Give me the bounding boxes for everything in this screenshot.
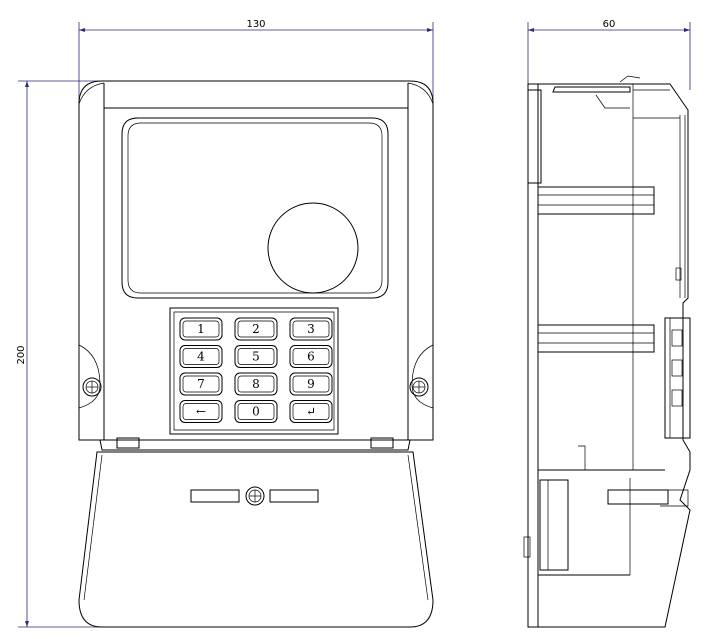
keypad-key-label: 4 [197, 350, 205, 364]
keypad-key-label: 8 [252, 377, 260, 391]
keypad-key-label: 1 [197, 322, 205, 336]
front-view: 1 2 3 4 5 6 7 8 9 ← 0 ↵ [78, 80, 434, 628]
keypad-key-4[interactable]: 5 [234, 345, 278, 368]
keypad-key-2[interactable]: 3 [289, 317, 333, 341]
keypad-key-11[interactable]: ↵ [289, 400, 333, 423]
keypad: 1 2 3 4 5 6 7 8 9 ← 0 ↵ [169, 307, 339, 435]
keypad-key-6[interactable]: 7 [179, 372, 223, 396]
keypad-key-3[interactable]: 4 [179, 345, 223, 368]
display-window [121, 117, 389, 299]
width-dimension-label: 130 [246, 19, 265, 30]
left-screw-icon [78, 344, 102, 409]
terminal-cover [78, 437, 434, 628]
height-dimension: 200 [16, 80, 100, 628]
keypad-key-label: ← [196, 405, 206, 419]
keypad-key-label: ↵ [306, 405, 316, 419]
right-screw-icon [409, 344, 434, 409]
seal-screw-icon [245, 486, 265, 506]
keypad-key-label: 9 [307, 377, 315, 391]
side-view [523, 75, 691, 628]
keypad-key-9[interactable]: ← [179, 400, 223, 423]
keypad-key-0[interactable]: 1 [179, 317, 223, 341]
keypad-key-label: 6 [307, 350, 315, 364]
height-dimension-label: 200 [16, 345, 27, 364]
width-dimension: 130 [78, 19, 434, 108]
keypad-key-label: 7 [197, 377, 205, 391]
keypad-key-label: 0 [252, 405, 260, 419]
keys-layer: 1 2 3 4 5 6 7 8 9 ← 0 ↵ [179, 317, 333, 423]
keypad-key-5[interactable]: 6 [289, 345, 333, 368]
optical-port-circle [267, 202, 359, 294]
keypad-key-label: 3 [307, 322, 315, 336]
depth-dimension-label: 60 [603, 19, 616, 30]
keypad-key-10[interactable]: 0 [234, 400, 278, 423]
keypad-key-label: 2 [252, 322, 260, 336]
keypad-key-7[interactable]: 8 [234, 372, 278, 396]
keypad-key-label: 5 [252, 350, 260, 364]
keypad-key-8[interactable]: 9 [289, 372, 333, 396]
keypad-key-1[interactable]: 2 [234, 317, 278, 341]
depth-dimension: 60 [527, 19, 691, 90]
